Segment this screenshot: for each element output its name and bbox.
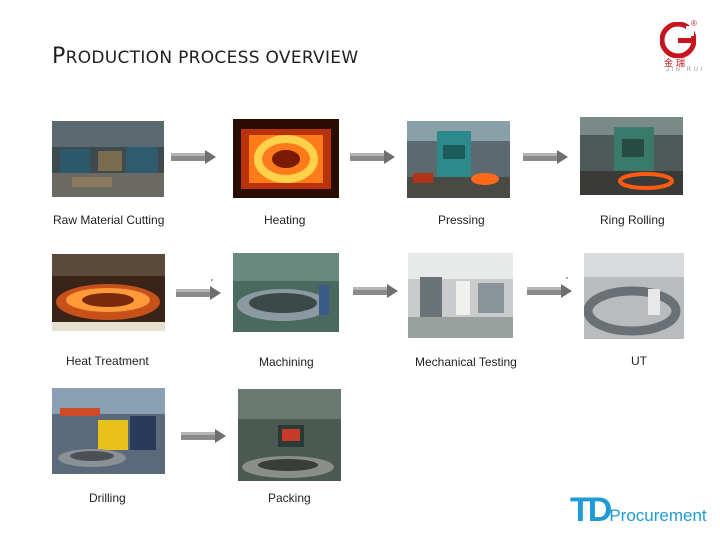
photo-ring-rolling	[580, 117, 683, 195]
registered-mark: ®	[691, 19, 697, 28]
page-title: PRODUCTION PROCESS OVERVIEW	[52, 44, 358, 69]
photo-drilling	[52, 388, 165, 474]
flow-arrow-icon	[523, 149, 569, 165]
flow-arrow-icon	[527, 283, 573, 299]
photo-raw-material-cutting	[52, 121, 164, 197]
flow-arrow-icon	[350, 149, 396, 165]
photo-mechanical-testing	[408, 253, 513, 338]
step-label-mechanical-testing: Mechanical Testing	[415, 355, 517, 369]
title-initial: P	[52, 44, 66, 69]
step-label-ring-rolling: Ring Rolling	[600, 213, 665, 227]
photo-packing	[238, 389, 341, 481]
step-label-pressing: Pressing	[438, 213, 485, 227]
company-logo-icon	[659, 21, 697, 59]
title-rest: RODUCTION PROCESS OVERVIEW	[65, 48, 359, 68]
flow-arrow-icon	[181, 428, 227, 444]
step-label-ut: UT	[631, 354, 647, 368]
flow-arrow-icon	[353, 283, 399, 299]
company-logo-chars: 金瑞	[664, 59, 689, 69]
stray-dot	[211, 279, 213, 281]
flow-arrow-icon	[176, 285, 222, 301]
stray-dot	[566, 277, 568, 279]
photo-machining	[233, 253, 339, 332]
td-procurement-logo: TDProcurement	[570, 493, 707, 527]
step-label-heat-treatment: Heat Treatment	[66, 354, 149, 368]
step-label-drilling: Drilling	[89, 491, 126, 505]
td-logo-mark: TD	[570, 491, 612, 529]
flow-arrow-icon	[171, 149, 217, 165]
step-label-heating: Heating	[264, 213, 306, 227]
step-label-machining: Machining	[259, 355, 314, 369]
step-label-packing: Packing	[268, 491, 311, 505]
photo-heating	[233, 119, 339, 198]
td-logo-word: Procurement	[609, 506, 707, 525]
photo-heat-treatment	[52, 254, 165, 331]
photo-ut	[584, 253, 684, 339]
step-label-raw-material-cutting: Raw Material Cutting	[53, 213, 165, 227]
company-logo-pinyin: JIN RUI	[666, 67, 705, 73]
photo-pressing	[407, 121, 510, 198]
